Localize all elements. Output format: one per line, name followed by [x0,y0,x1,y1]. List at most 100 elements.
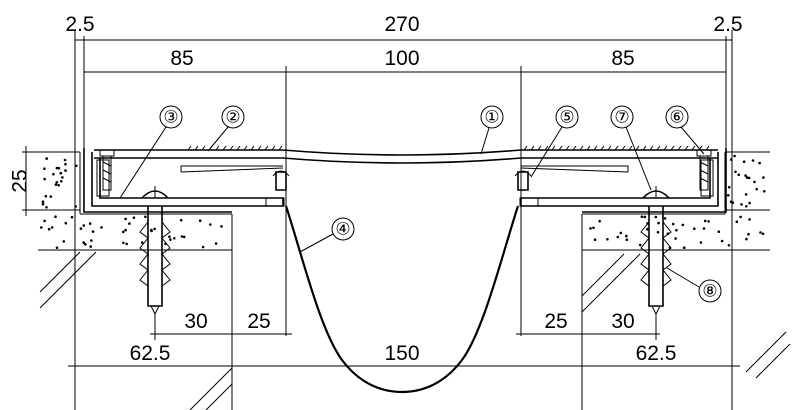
concrete-dot [63,158,67,162]
concrete-dot [198,219,202,222]
concrete-dot [735,220,739,223]
concrete-dot [748,201,751,205]
dim-top-left-edge: 2.5 [65,13,94,36]
concrete-dot [737,173,740,176]
concrete-dot [201,245,205,249]
concrete-dot [654,215,658,219]
concrete-dot [90,239,93,242]
concrete-dot [703,219,707,223]
concrete-dot [753,180,756,184]
concrete-dot [751,159,755,162]
concrete-dot [656,231,660,234]
concrete-slab-right [581,151,791,410]
concrete-dot [79,227,83,230]
knurl-mark [593,145,598,151]
concrete-dot [598,219,601,223]
centre-clip-right [514,170,539,207]
dim-bottom-left-25: 25 [247,310,270,333]
dim-bottom-left-total: 62.5 [130,342,171,365]
concrete-dot [220,225,223,228]
knurl-mark [677,145,682,151]
concrete-dot [124,228,127,232]
concrete-dot [144,215,147,219]
concrete-dot [745,176,749,179]
concrete-dot [100,226,103,229]
knurl-mark [621,145,626,151]
knurl-mark [656,145,661,151]
concrete-dot [52,172,55,176]
fixing-screw-right [696,149,712,191]
dim-top-right-edge: 2.5 [713,13,742,36]
concrete-dot [625,234,628,238]
concrete-dot [702,227,706,230]
callout-6-label: ⑥ [669,108,684,127]
dim-height: 25 [9,169,32,192]
concrete-dot [744,174,747,177]
knurl-mark [558,145,563,151]
concrete-dot [727,185,731,189]
concrete-dot [681,223,685,227]
dim-bottom-center: 150 [384,342,419,365]
dim-bottom-right-25: 25 [544,310,567,333]
knurl-mark [264,145,269,151]
concrete-dot [593,238,597,241]
concrete-dot [54,183,58,186]
knurl-mark [579,145,584,151]
callout-1-label: ① [484,108,499,127]
concrete-dot [57,183,60,187]
concrete-dot [646,228,649,231]
dim-bottom-right-30: 30 [611,310,634,333]
concrete-dot [734,170,737,174]
concrete-dot [742,160,746,163]
concrete-dot [759,231,762,234]
concrete-dot [43,167,46,170]
knurl-mark [649,145,654,151]
fixing-screw-left [99,149,115,191]
concrete-dot [40,226,43,229]
concrete-slab-left [38,151,233,410]
callout-2-label: ② [225,108,240,127]
callout-1: ① [480,105,504,155]
concrete-dot [638,243,642,247]
concrete-dot [745,205,748,208]
concrete-dot [733,154,736,158]
knurl-mark [600,145,605,151]
anchor-left [139,186,171,316]
concrete-dot [744,193,748,196]
concrete-dot [64,221,68,225]
callout-4-label: ④ [335,220,350,239]
concrete-dot [75,164,78,168]
knurl-mark [278,145,283,151]
concrete-dot [739,215,742,219]
knurl-mark [250,145,255,151]
concrete-dot [41,202,45,206]
knurl-mark [642,145,647,151]
concrete-dot [747,176,751,180]
dim-top-total: 270 [384,13,419,36]
concrete-texture-right [589,154,766,249]
concrete-dot [47,227,51,231]
knurl-mark [635,145,640,151]
concrete-dot [182,235,186,239]
callout-7: ⑦ [610,105,652,191]
callout-8-label: ⑧ [702,282,717,301]
concrete-dot [671,222,675,226]
concrete-dot [57,166,61,170]
concrete-dot [49,195,53,198]
concrete-dot [91,230,95,233]
concrete-dot [707,220,710,223]
concrete-dot [132,216,136,219]
concrete-dot [717,230,721,233]
concrete-dot [763,190,766,193]
dim-bottom-right-total: 62.5 [636,342,677,365]
knurl-mark [544,145,549,151]
knurl-mark [523,145,528,151]
knurl-mark [684,145,689,151]
knurl-mark [607,145,612,151]
concrete-dot [693,227,696,230]
knurl-mark [628,145,633,151]
concrete-dot [55,246,59,249]
knurl-mark [586,145,591,151]
knurl-mark [614,145,619,151]
concrete-dot [82,224,86,227]
